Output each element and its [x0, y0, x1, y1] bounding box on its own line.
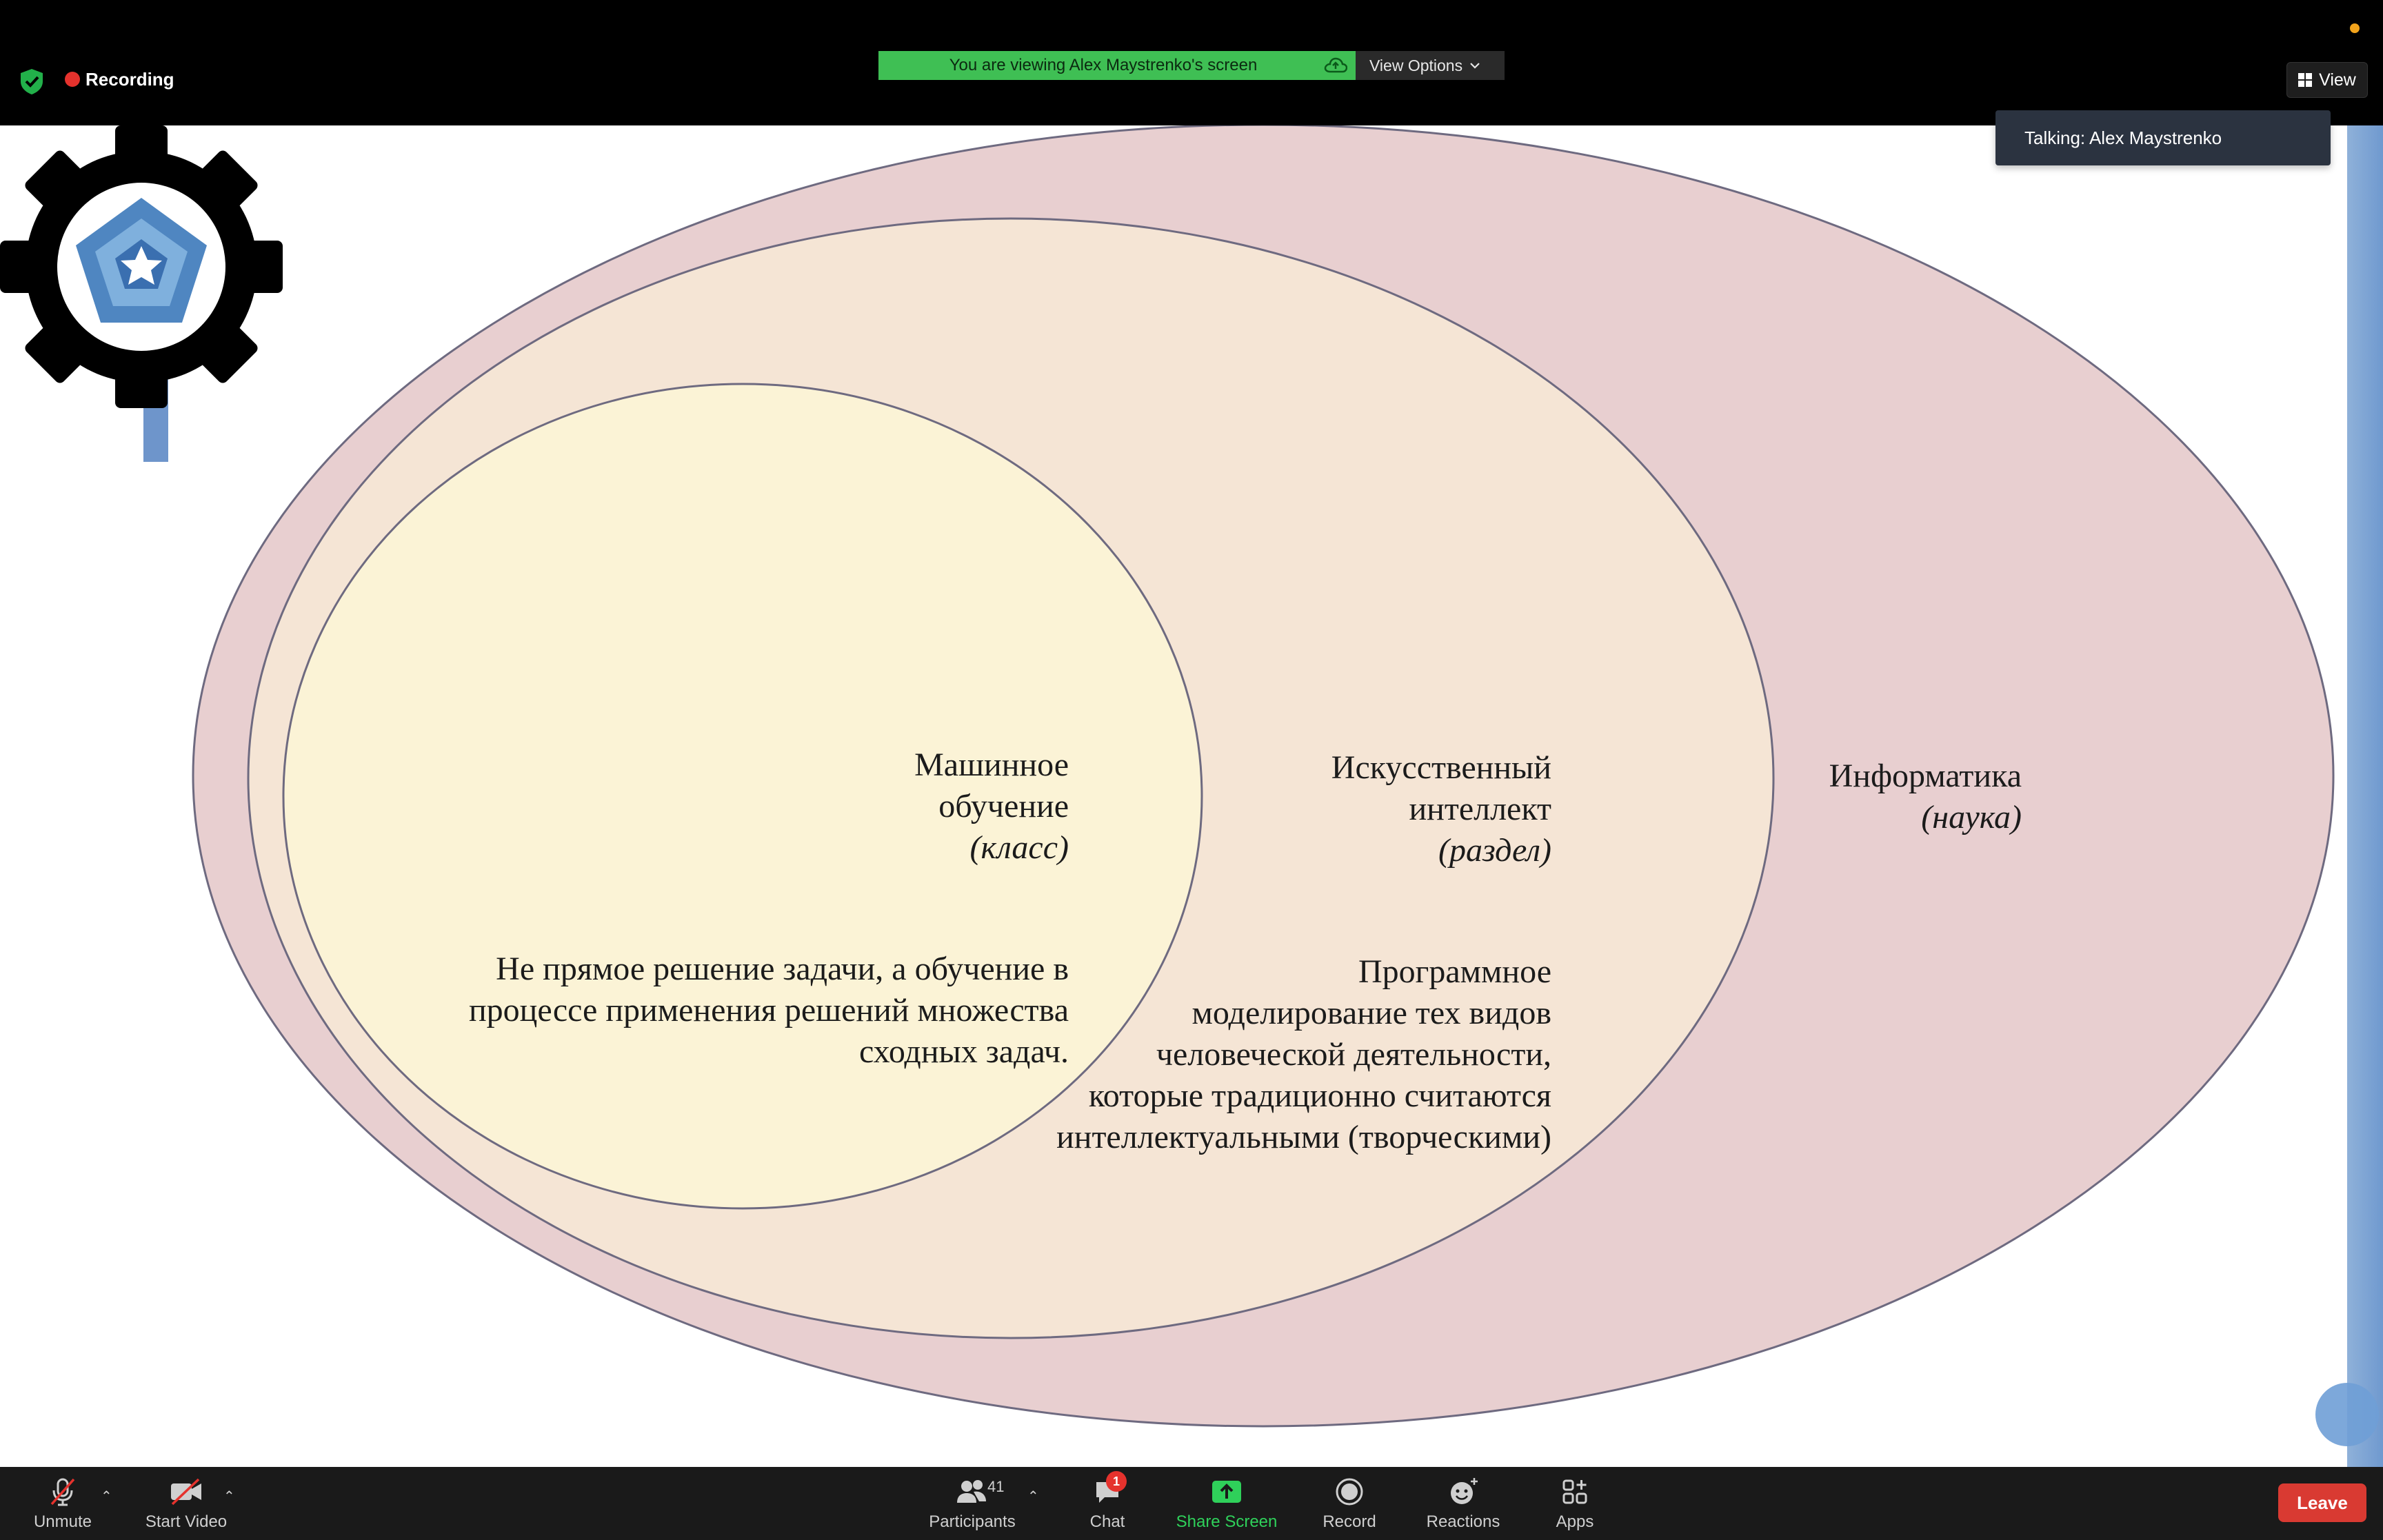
middle-description-line: человеческой деятельности, [1156, 1036, 1551, 1073]
microphone-muted-icon [50, 1478, 75, 1506]
inner-title-block: Машинное обучение (класс) [758, 744, 1069, 869]
chat-label: Chat [1089, 1512, 1125, 1531]
participants-options-caret[interactable]: ⌃ [1027, 1489, 1039, 1504]
right-edge-strip [2347, 125, 2383, 1467]
shared-screen: Talking: Alex Maystrenko Машинное обучен… [0, 110, 2383, 1467]
viewing-banner-text: You are viewing Alex Maystrenko's screen [949, 56, 1258, 74]
record-icon [1336, 1478, 1363, 1506]
venn-diagram [192, 125, 2335, 1428]
share-screen-icon [1212, 1481, 1241, 1503]
inner-subtitle: (класс) [969, 829, 1069, 866]
middle-description-line: интеллектуальными (творческими) [1056, 1119, 1551, 1155]
recording-label[interactable]: Recording [86, 69, 174, 90]
shield-check-icon[interactable] [17, 66, 47, 97]
participants-label: Participants [929, 1512, 1016, 1531]
outer-subtitle: (наука) [1921, 799, 2022, 835]
view-options-button[interactable]: View Options [1356, 51, 1505, 80]
video-off-icon [171, 1478, 201, 1506]
outer-title: Информатика [1829, 758, 2022, 794]
participants-icon [957, 1480, 986, 1503]
apps-icon [1562, 1479, 1587, 1504]
chat-unread-badge: 1 [1106, 1471, 1127, 1492]
unmute-button[interactable]: Unmute [25, 1467, 101, 1540]
record-button[interactable]: Record [1313, 1467, 1386, 1540]
participants-count: 41 [987, 1478, 1005, 1495]
start-video-button[interactable]: Start Video [135, 1467, 237, 1540]
talking-indicator: Talking: Alex Maystrenko [1995, 110, 2331, 165]
view-button[interactable]: View [2286, 62, 2368, 98]
middle-title-block: Искусственный интеллект (раздел) [1207, 747, 1551, 871]
viewing-banner: You are viewing Alex Maystrenko's screen [878, 51, 1356, 80]
inner-description-line: процессе применения решений множества [468, 992, 1069, 1029]
apps-label: Apps [1556, 1512, 1594, 1531]
record-label: Record [1323, 1512, 1376, 1531]
top-bar: Recording You are viewing Alex Maystrenk… [0, 0, 2383, 125]
inner-description-line: сходных задач. [858, 1033, 1069, 1070]
middle-description-line: моделирование тех видов [1192, 995, 1551, 1031]
grid-icon [2298, 73, 2313, 87]
inner-ellipse [282, 383, 1203, 1210]
participants-button[interactable]: Participants 41 [918, 1467, 1026, 1540]
middle-subtitle: (раздел) [1438, 832, 1551, 869]
outer-title-block: Информатика (наука) [1724, 756, 2022, 838]
leave-button[interactable]: Leave [2278, 1483, 2366, 1522]
middle-description-line: Программное [1358, 953, 1551, 990]
inner-description-line: Не прямое решение задачи, а обучение в [496, 951, 1069, 987]
inner-description: Не прямое решение задачи, а обучение в п… [386, 949, 1069, 1073]
middle-description-line: которые традиционно считаются [1088, 1077, 1551, 1114]
chevron-down-icon [1470, 63, 1480, 69]
middle-title-line2: интеллект [1409, 791, 1551, 827]
share-screen-label: Share Screen [1176, 1512, 1278, 1531]
apps-button[interactable]: Apps [1542, 1467, 1608, 1540]
meeting-toolbar: Unmute ⌃ Start Video ⌃ Participants 41 ⌃… [0, 1467, 2383, 1540]
audio-options-caret[interactable]: ⌃ [101, 1489, 112, 1504]
reactions-button[interactable]: Reactions [1416, 1467, 1510, 1540]
gear-star-logo [0, 125, 283, 408]
view-button-label: View [2319, 70, 2356, 90]
cloud-icon [1324, 57, 1347, 73]
middle-description: Программное моделирование тех видов чело… [952, 951, 1551, 1158]
unmute-label: Unmute [33, 1512, 92, 1531]
inner-title-line1: Машинное [914, 747, 1069, 783]
video-options-caret[interactable]: ⌃ [223, 1489, 235, 1504]
start-video-label: Start Video [145, 1512, 228, 1531]
middle-title-line1: Искусственный [1331, 749, 1551, 786]
reactions-icon [1451, 1478, 1478, 1504]
inner-title-line2: обучение [938, 788, 1069, 824]
share-screen-button[interactable]: Share Screen [1171, 1467, 1283, 1540]
activity-dot-icon [2350, 23, 2360, 33]
chat-button[interactable]: Chat 1 [1080, 1467, 1135, 1540]
view-options-label: View Options [1369, 56, 1463, 74]
floating-control-circle[interactable] [2315, 1383, 2379, 1446]
reactions-label: Reactions [1426, 1512, 1500, 1531]
recording-dot-icon [65, 72, 80, 87]
